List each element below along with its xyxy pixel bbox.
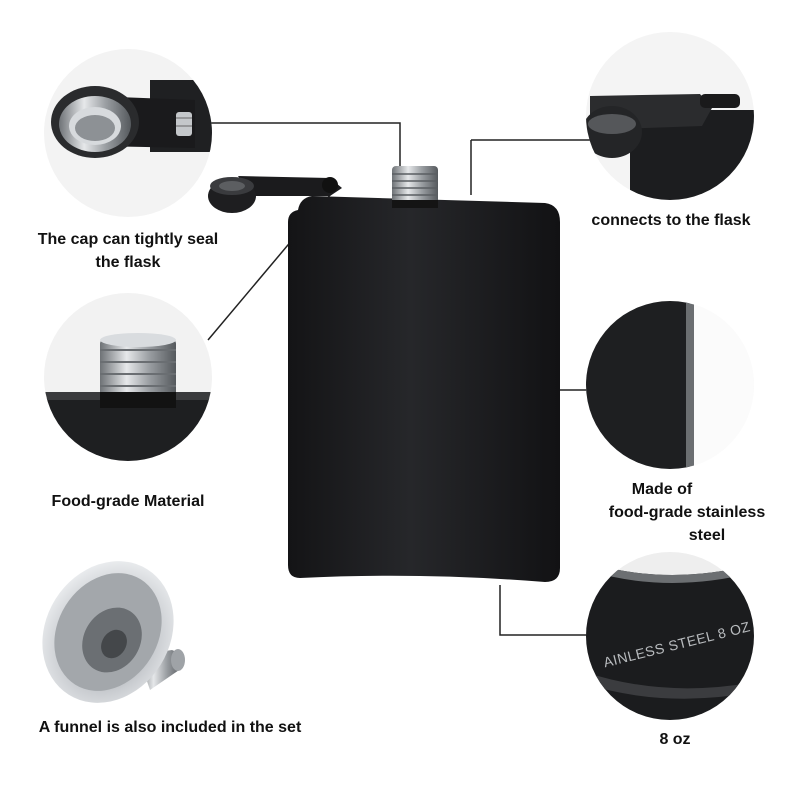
flask-neck: [392, 166, 438, 208]
caption-stainless: Made of food-grade stainless steel: [592, 478, 782, 547]
caption-cap-seal: The cap can tightly seal the flask: [23, 228, 233, 274]
callout-circle-steel: [586, 301, 754, 469]
bottom-callout-line: [499, 585, 590, 636]
callout-circle-hinge: [586, 32, 754, 200]
caption-line: The cap can tightly seal: [37, 231, 219, 248]
neck-collar: [392, 200, 438, 208]
callout-circle-neck: [44, 293, 212, 461]
flask-body: [288, 196, 560, 582]
callout-circle-cap: [44, 49, 212, 217]
funnel: [42, 561, 185, 703]
caption-line: 8 oz: [659, 731, 691, 748]
callout-circle-engraving: AINLESS STEEL 8 OZ: [586, 552, 754, 720]
caption-capacity: 8 oz: [640, 728, 710, 751]
caption-line: A funnel is also included in the set: [38, 719, 302, 736]
cap-callout-line: [210, 122, 401, 172]
caption-funnel: A funnel is also included in the set: [20, 716, 320, 739]
caption-line: connects to the flask: [591, 212, 751, 229]
hinge-arm: [238, 176, 342, 196]
caption-line: the flask: [95, 254, 161, 271]
caption-line: food-grade stainless: [608, 504, 766, 521]
caption-line: steel: [688, 527, 726, 544]
neck-threads: [392, 173, 438, 196]
hinge-pin: [322, 177, 338, 193]
caption-connects: connects to the flask: [576, 209, 766, 232]
caption-line: Made of: [631, 481, 693, 498]
caption-line: Food-grade Material: [51, 493, 205, 510]
caption-food-grade: Food-grade Material: [30, 490, 226, 513]
flask: [208, 166, 560, 582]
